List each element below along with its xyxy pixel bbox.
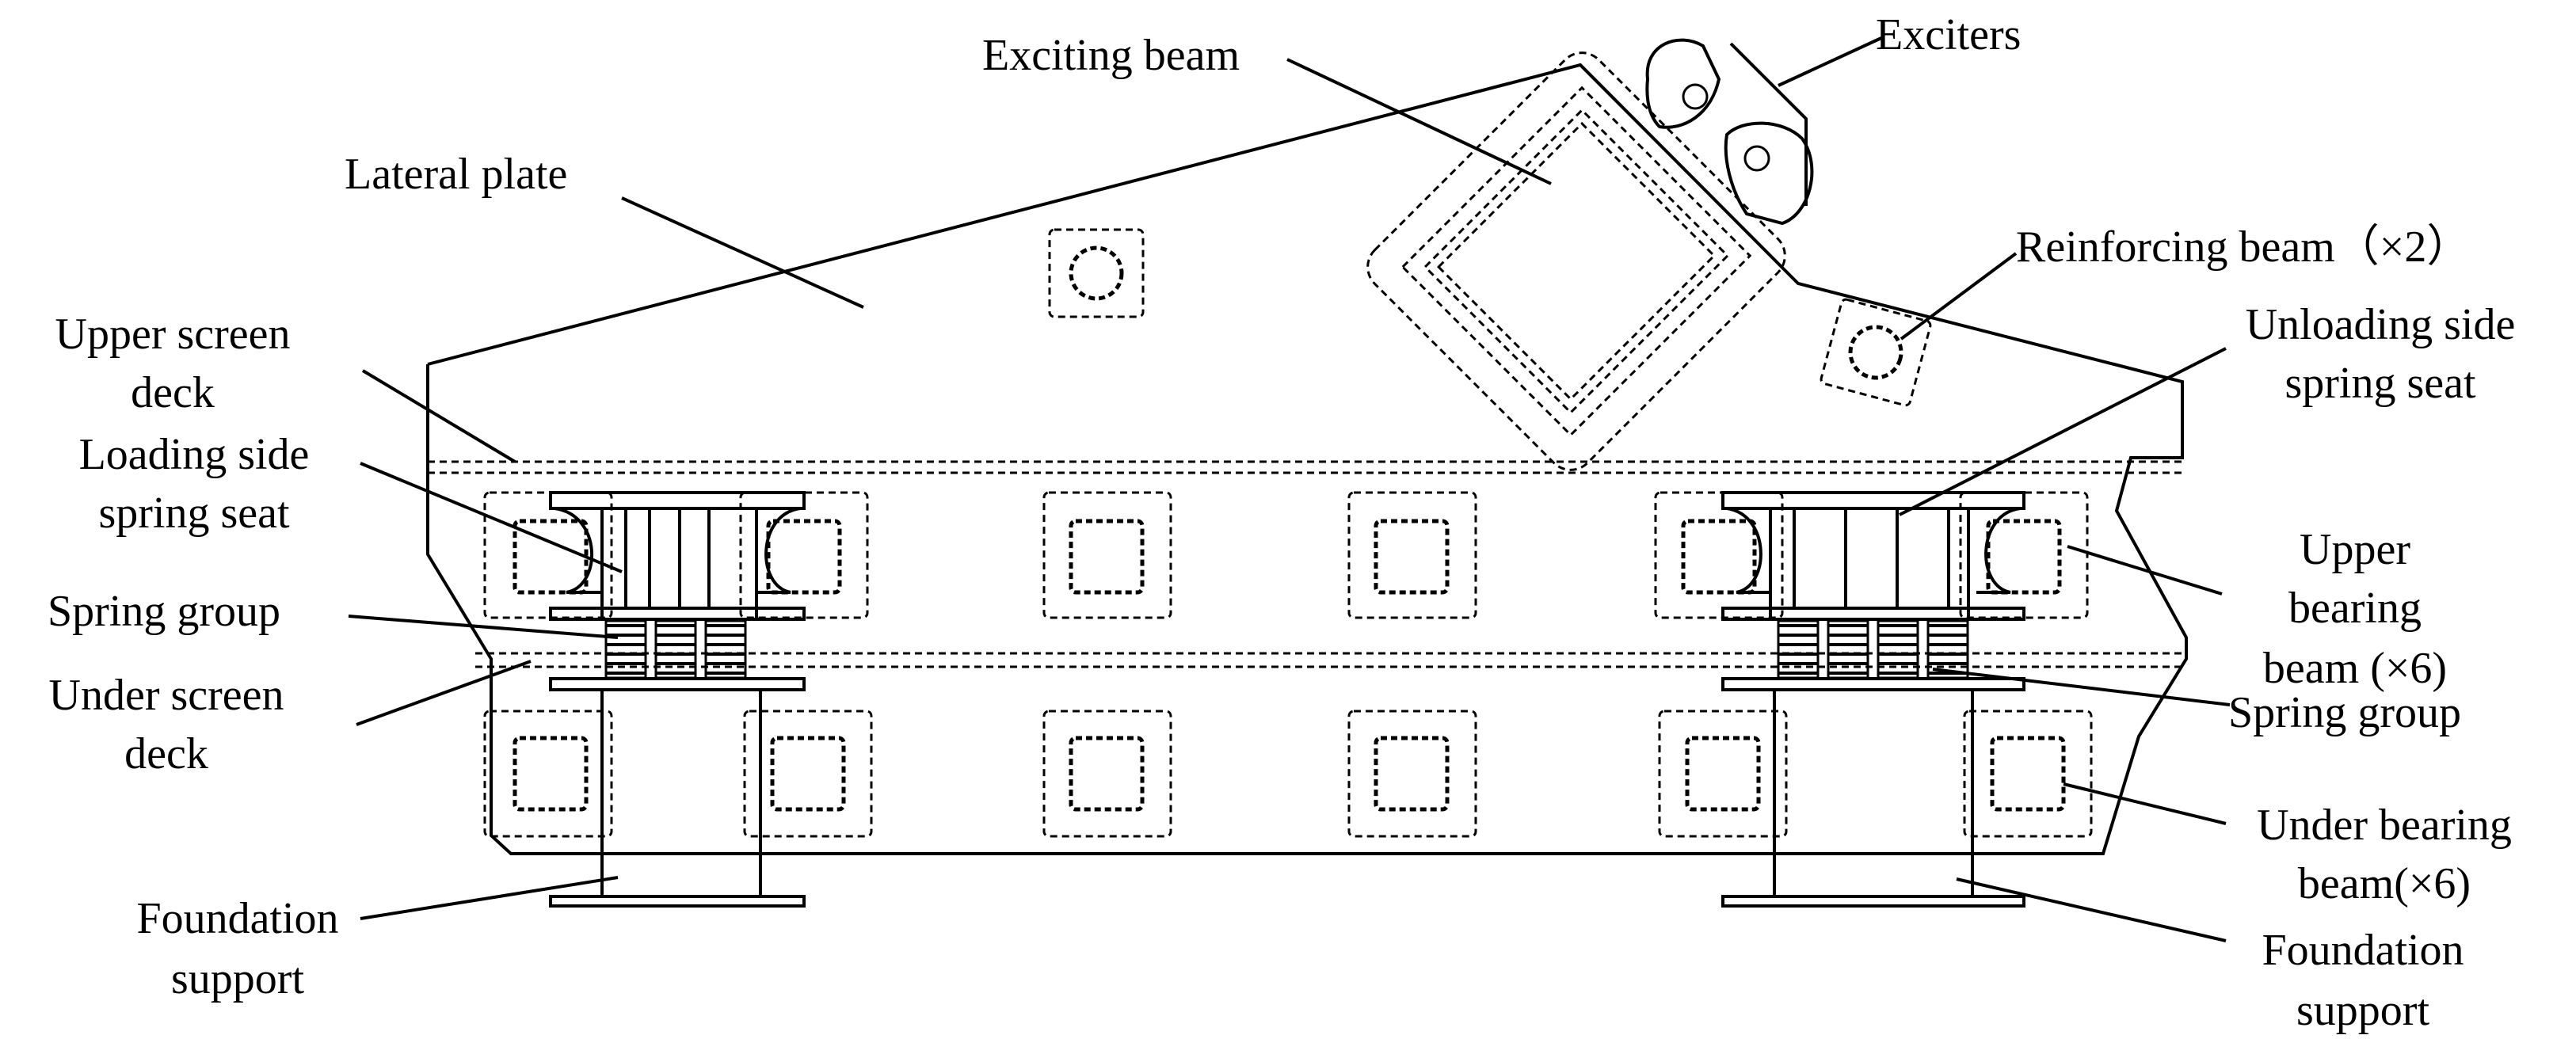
svg-text:Upper screen: Upper screen xyxy=(55,310,291,359)
leader-under-screen-deck xyxy=(356,660,532,726)
label-unloading-side-spring-seat: Unloading side spring seat xyxy=(2246,300,2516,408)
exciting-beam xyxy=(1366,51,1786,471)
label-foundation-support-left: Foundation support xyxy=(136,894,338,1003)
svg-text:Foundation: Foundation xyxy=(136,894,338,943)
svg-text:beam (×6): beam (×6) xyxy=(2263,644,2447,693)
label-upper-screen-deck: Upper screen deck xyxy=(55,310,291,417)
label-upper-bearing-beam: Upper bearing beam (×6) xyxy=(2263,525,2447,693)
label-lateral-plate: Lateral plate xyxy=(345,150,567,199)
under-bearing-beams xyxy=(483,710,2093,838)
leader-loading-side-spring-seat xyxy=(360,462,623,573)
svg-text:support: support xyxy=(2296,986,2429,1035)
label-loading-side-spring-seat: Loading side spring seat xyxy=(79,430,310,538)
svg-text:Unloading side: Unloading side xyxy=(2246,300,2516,349)
svg-text:beam(×6): beam(×6) xyxy=(2298,859,2471,908)
lateral-plate-outline xyxy=(426,63,2188,855)
leader-spring-group-left xyxy=(348,615,619,639)
label-exciters: Exciters xyxy=(1876,10,2021,59)
svg-text:Under bearing: Under bearing xyxy=(2257,801,2512,850)
svg-text:deck: deck xyxy=(131,368,215,417)
upper-bearing-beams xyxy=(483,491,2089,619)
leader-upper-screen-deck xyxy=(361,369,516,463)
label-spring-group-left: Spring group xyxy=(48,587,280,636)
leader-upper-bearing-beam xyxy=(2067,545,2223,596)
leader-foundation-support-right xyxy=(1956,877,2227,942)
leader-unloading-side-spring-seat xyxy=(1899,347,2227,516)
loading-side-spring-seat xyxy=(549,491,806,621)
leader-spring-group-right xyxy=(1932,668,2231,706)
svg-text:spring seat: spring seat xyxy=(98,489,290,538)
label-reinforcing-beam: Reinforcing beam（×2） xyxy=(2016,223,2471,272)
svg-text:Foundation: Foundation xyxy=(2262,926,2464,975)
leader-foundation-support-left xyxy=(360,876,619,920)
label-under-bearing-beam: Under bearing beam(×6) xyxy=(2257,801,2512,908)
spring-group-left xyxy=(604,619,747,679)
svg-text:spring seat: spring seat xyxy=(2284,359,2476,408)
svg-text:deck: deck xyxy=(124,729,208,778)
leader-lines xyxy=(348,36,2231,942)
label-spring-group-right: Spring group xyxy=(2228,688,2461,737)
svg-text:Loading side: Loading side xyxy=(79,430,310,479)
unloading-side-spring-seat xyxy=(1721,491,2025,621)
svg-text:support: support xyxy=(171,954,304,1003)
leader-under-bearing-beam xyxy=(2063,782,2227,825)
leader-lateral-plate xyxy=(621,196,864,309)
leader-exciters xyxy=(1778,36,1882,87)
svg-text:Upper: Upper xyxy=(2300,525,2410,574)
reinforcing-beam-right xyxy=(1820,298,1932,407)
label-exciting-beam: Exciting beam xyxy=(982,31,1240,80)
exciters xyxy=(1645,38,1814,226)
label-under-screen-deck: Under screen deck xyxy=(49,671,284,778)
leader-exciting-beam xyxy=(1286,58,1552,185)
reinforcing-beam-left xyxy=(1048,228,1145,318)
foundation-support-right xyxy=(1721,677,2025,908)
foundation-support-left xyxy=(549,677,806,908)
svg-text:bearing: bearing xyxy=(2288,584,2422,633)
svg-text:Under screen: Under screen xyxy=(49,671,284,720)
label-foundation-support-right: Foundation support xyxy=(2262,926,2464,1035)
leader-reinforcing-beam xyxy=(1900,252,2018,341)
